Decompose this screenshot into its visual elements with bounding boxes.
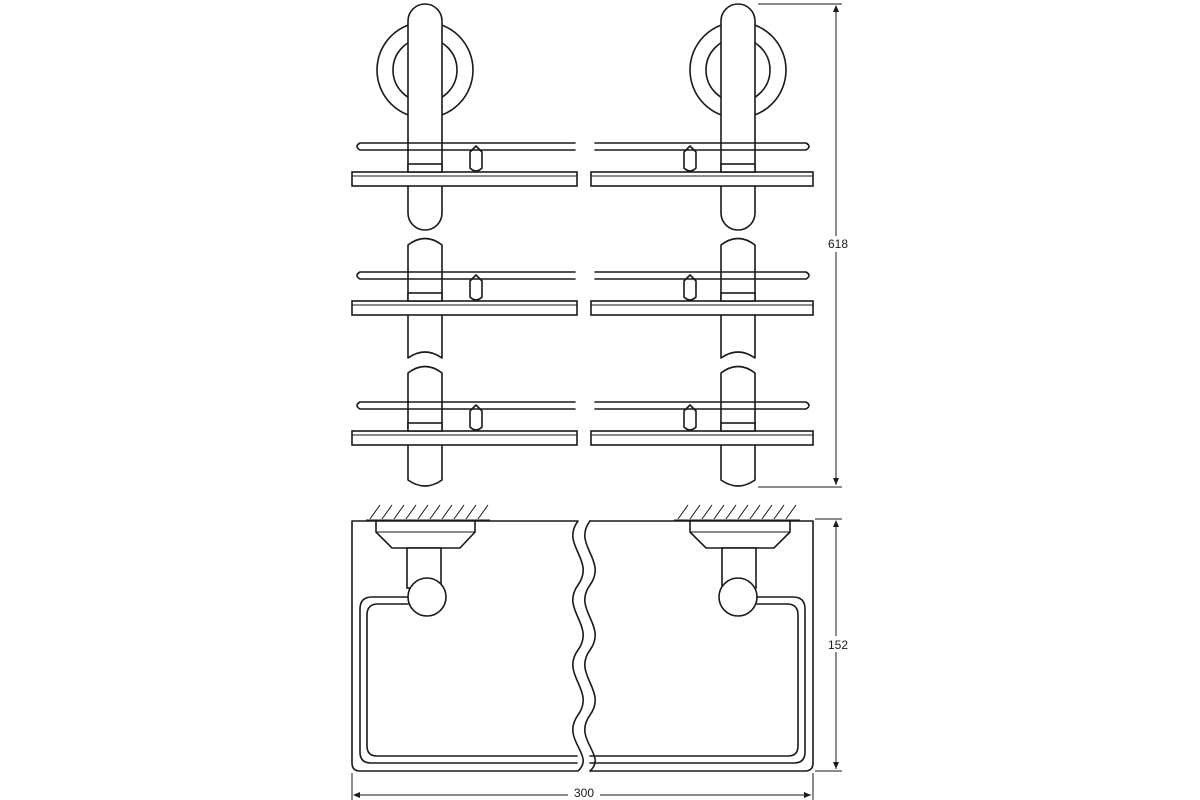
right-bracket [589, 520, 806, 764]
glass-shelf-outline-right [589, 520, 814, 772]
wall-hatch-right [674, 504, 800, 521]
wall-hatch-left [366, 504, 490, 521]
side-view: 152 300 [351, 504, 848, 800]
depth-dimension-label: 152 [828, 638, 848, 652]
height-dimension: 618 [758, 3, 848, 488]
shelf-tier-2 [351, 271, 814, 316]
front-view: 618 [351, 3, 848, 488]
depth-dimension: 152 [815, 518, 848, 772]
break-line-right [584, 520, 596, 772]
break-line-left [572, 520, 584, 772]
width-dimension: 300 [351, 773, 814, 800]
height-dimension-label: 618 [828, 237, 848, 251]
left-post [407, 3, 443, 487]
right-post [720, 3, 756, 487]
left-bracket [359, 520, 578, 764]
shelf-tier-1 [351, 142, 814, 187]
shelf-tier-3 [351, 401, 814, 446]
width-dimension-label: 300 [574, 786, 594, 800]
glass-shelf-outline-left [351, 520, 578, 772]
